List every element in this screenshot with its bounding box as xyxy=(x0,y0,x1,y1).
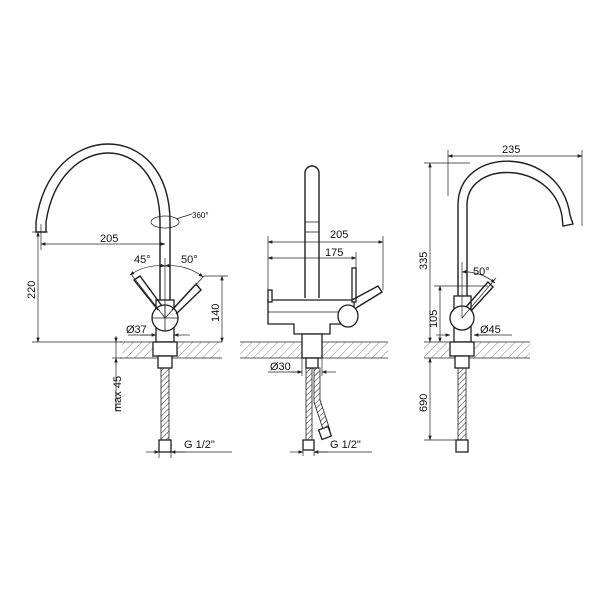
left-rotation-label: 360° xyxy=(192,211,209,220)
right-dim-105: 105 xyxy=(428,310,440,328)
middle-view: 205 175 Ø30 G 1/2" xyxy=(240,165,388,456)
right-dim-235: 235 xyxy=(502,144,520,156)
middle-hose-right xyxy=(313,367,331,433)
right-countertop xyxy=(424,342,530,358)
left-mount-nut xyxy=(152,341,178,357)
left-rotation-ellipse xyxy=(150,215,180,229)
right-hose-fitting xyxy=(455,439,469,453)
right-dim-335: 335 xyxy=(418,252,430,270)
left-dim-140: 140 xyxy=(210,304,222,322)
left-angle-50: 50° xyxy=(181,254,198,266)
middle-hose-left xyxy=(305,367,313,443)
middle-mount-nut xyxy=(301,333,323,359)
left-angle-45: 45° xyxy=(134,254,151,266)
middle-spout xyxy=(304,165,320,298)
left-dim-205: 205 xyxy=(100,233,118,245)
right-mount-nut xyxy=(449,341,475,357)
left-hose xyxy=(160,367,170,441)
left-dim-diameter: Ø37 xyxy=(126,324,147,336)
middle-dim-thread: G 1/2" xyxy=(330,439,361,451)
right-hose xyxy=(457,367,467,441)
middle-lever xyxy=(351,285,383,309)
left-spout xyxy=(35,143,171,312)
middle-dim-diameter: Ø30 xyxy=(270,361,291,373)
left-dim-220: 220 xyxy=(26,281,38,299)
right-dim-690: 690 xyxy=(418,394,430,412)
right-view: 50° 235 335 105 Ø45 690 xyxy=(418,144,583,453)
middle-dim-205: 205 xyxy=(330,229,348,241)
right-dim-diameter: Ø45 xyxy=(480,324,501,336)
right-angle-50: 50° xyxy=(473,266,490,278)
left-view: 45° 50° 360° 205 220 140 Ø37 m xyxy=(26,143,232,458)
middle-dim-175: 175 xyxy=(325,247,343,259)
left-dim-max45: max 45 xyxy=(112,376,124,412)
left-dim-thread: G 1/2" xyxy=(184,439,215,451)
left-levers xyxy=(130,273,205,319)
right-spout xyxy=(457,160,574,308)
left-hose-fitting xyxy=(158,439,172,453)
